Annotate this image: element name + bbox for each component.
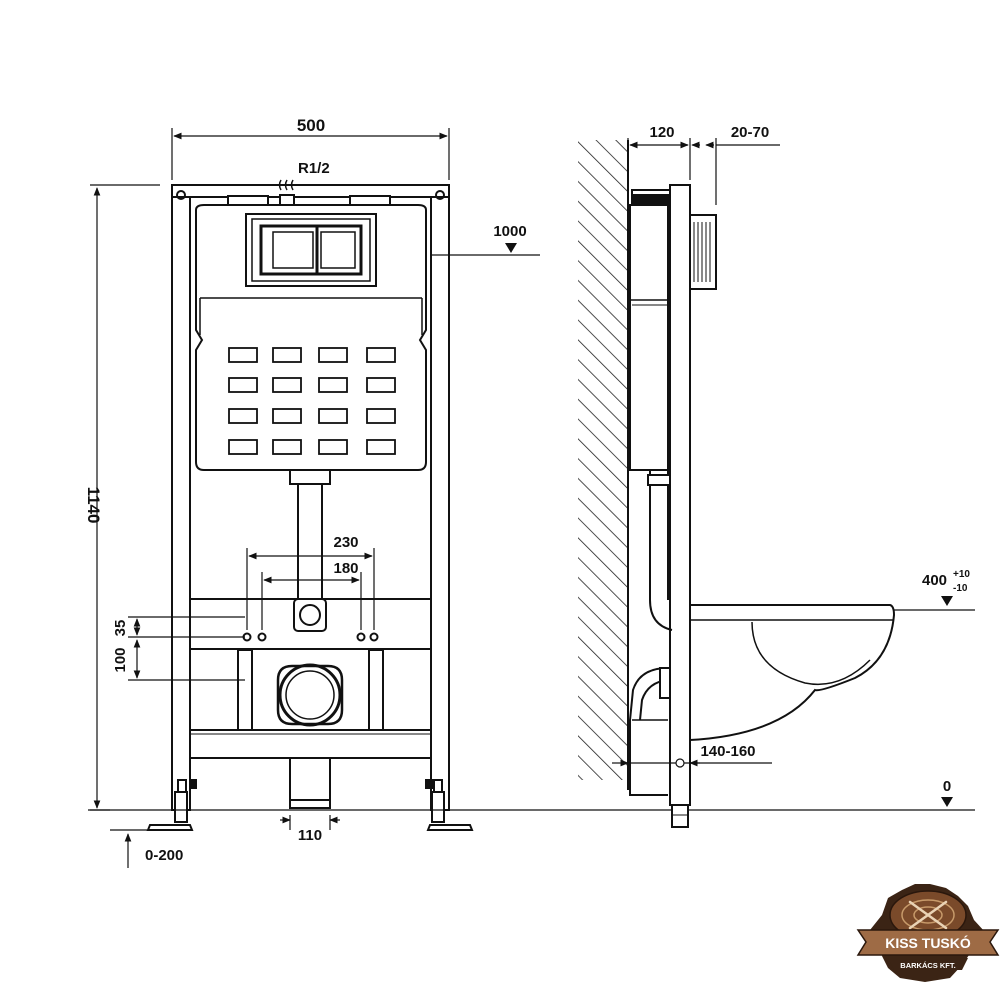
dimension-labels: 500 R1/2 1140 1000 230 180 35 100 110 0-… [84,116,970,864]
water-inlet-valve [279,194,295,206]
toilet-bowl [689,604,896,742]
mount-hole-left-icon [176,190,186,200]
dim-hole-spacing-inner: 180 [333,560,358,577]
logo-name: KISS TUSKÓ [885,934,971,951]
logo-ribbon [856,929,1000,956]
dim-bowl-height-plus: +10 [953,569,970,580]
level-marker-0-icon [941,797,953,807]
side-cistern [629,204,669,471]
dim-offset-100: 100 [112,647,129,672]
side-frame-post [669,184,691,806]
dim-depth-wall: 20-70 [731,124,769,141]
flush-pipe-outlet [293,598,327,632]
company-logo: KISS TUSKÓ BARKÁCS KFT. [856,884,1000,982]
flush-pipe-collar [289,469,331,485]
drain-outlet [276,663,344,727]
flush-pipe [297,483,323,600]
dim-floor-level: 0 [943,778,951,795]
wall-hatching [578,140,628,780]
dim-front-width: 500 [297,116,325,135]
dim-height-reference: 1000 [493,223,526,240]
dim-drain-diameter: 110 [298,827,322,844]
cistern-rib-grid [228,347,396,455]
frame-right-post [430,184,450,811]
dim-hole-spacing-outer: 230 [333,534,358,551]
dim-depth-frame: 120 [649,124,674,141]
upper-mount-rail [189,598,432,650]
flush-button-large [315,224,363,276]
level-marker-400-icon [941,596,953,606]
frame-right-foot [425,779,474,831]
dim-bowl-height-minus: -10 [953,583,968,594]
crossed-tools-icon [908,900,948,930]
side-view [578,140,896,828]
mount-hole-right-icon [435,190,445,200]
frame-left-post [171,184,191,811]
front-dimensions [88,128,975,868]
level-markers [505,243,953,807]
dim-bolt-range: 140-160 [700,743,755,760]
front-view [146,179,474,831]
dim-pipe-thread: R1/2 [298,160,330,177]
dim-leg-adjust: 0-200 [145,847,183,864]
frame-top-bar [171,184,450,198]
level-marker-1000-icon [505,243,517,253]
frame-left-foot [146,779,197,831]
dim-offset-35: 35 [112,620,129,637]
dim-bowl-height: 400 [922,572,947,589]
side-flush-pipe [649,470,673,631]
dim-height-total: 1140 [84,487,103,524]
logo-subtitle: BARKÁCS KFT. [900,961,955,970]
side-dimensions [612,138,975,768]
